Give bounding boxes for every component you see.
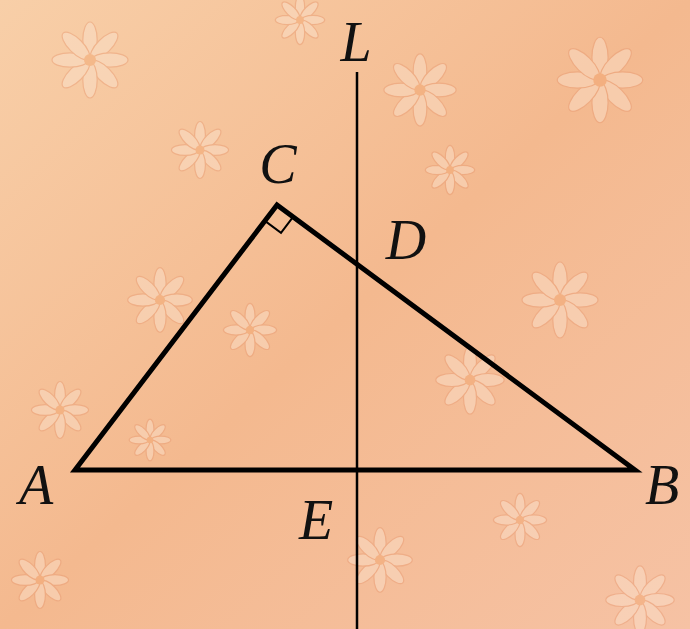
flower-center xyxy=(155,295,165,305)
flower xyxy=(129,419,171,461)
flower-center xyxy=(196,146,205,155)
flower xyxy=(32,382,89,439)
flower xyxy=(172,122,229,179)
flower xyxy=(384,54,456,126)
flower xyxy=(275,0,324,45)
flower xyxy=(606,566,674,629)
flower-center xyxy=(554,294,566,306)
point-label: A xyxy=(19,457,53,513)
flower xyxy=(425,145,474,194)
flower xyxy=(12,552,69,609)
flower-center xyxy=(246,326,254,334)
flower-texture xyxy=(12,0,675,629)
right-triangle xyxy=(75,205,635,470)
flower xyxy=(522,262,598,338)
flower xyxy=(223,303,276,356)
flower-center xyxy=(446,166,454,174)
flower-center xyxy=(56,406,65,415)
point-label: D xyxy=(386,212,426,268)
right-angle-mark xyxy=(265,217,293,233)
line-l xyxy=(356,72,359,629)
flower-center xyxy=(516,516,524,524)
flower-center xyxy=(635,595,646,606)
flower xyxy=(557,37,643,123)
flower-center xyxy=(84,54,96,66)
point-label: L xyxy=(340,14,371,70)
flower-center xyxy=(296,16,304,24)
flower-center xyxy=(414,84,425,95)
flower-center xyxy=(465,375,476,386)
point-label: B xyxy=(645,457,679,513)
flower xyxy=(493,493,546,546)
flower xyxy=(436,346,504,414)
flower xyxy=(52,22,128,98)
geometry xyxy=(75,72,635,629)
flower-center xyxy=(36,576,45,585)
flower-center xyxy=(593,73,607,87)
flower xyxy=(128,268,193,333)
flower-center xyxy=(147,437,154,444)
flower-center xyxy=(375,555,385,565)
point-label: C xyxy=(259,136,296,192)
point-label: E xyxy=(299,492,333,548)
